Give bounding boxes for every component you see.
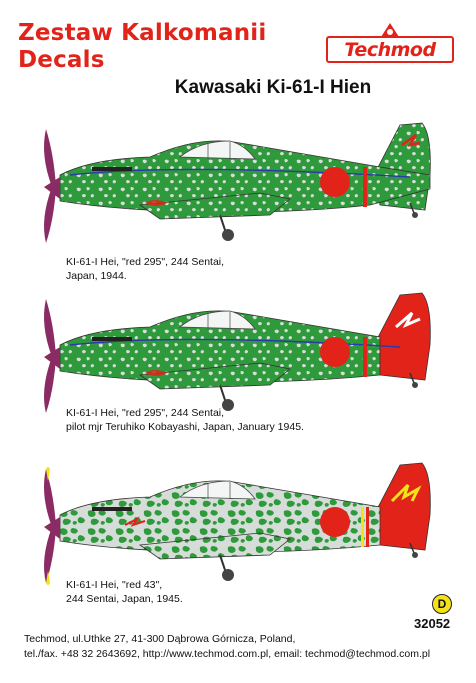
catalog-number: 32052 bbox=[414, 616, 451, 631]
sheet-title-line2: Decals bbox=[18, 47, 105, 73]
footer-address: Techmod, ul.Uthke 27, 41-300 Dąbrowa Gór… bbox=[24, 633, 296, 645]
profile-3-caption-line2: 244 Sentai, Japan, 1945. bbox=[66, 593, 183, 605]
sheet-title: Zestaw Kalkomanii Decals bbox=[18, 20, 266, 74]
profile-3-caption: KI-61-I Hei, "red 43", 244 Sentai, Japan… bbox=[66, 578, 183, 606]
logo-wordmark: Techmod bbox=[326, 36, 454, 63]
aircraft-profile-3 bbox=[44, 462, 431, 585]
aircraft-profile-1 bbox=[44, 122, 431, 243]
decal-category-badge: D bbox=[432, 594, 452, 614]
profile-1-caption: KI-61-I Hei, "red 295", 244 Sentai, Japa… bbox=[66, 255, 224, 283]
techmod-logo: Techmod bbox=[326, 21, 456, 65]
company-footer: Techmod, ul.Uthke 27, 41-300 Dąbrowa Gór… bbox=[24, 632, 430, 662]
profile-2-caption-line1: KI-61-I Hei, "red 295", 244 Sentai, bbox=[66, 407, 225, 419]
profile-2-caption: KI-61-I Hei, "red 295", 244 Sentai, pilo… bbox=[66, 406, 304, 434]
logo-mark-icon bbox=[381, 23, 399, 37]
footer-contact: tel./fax. +48 32 2643692, http://www.tec… bbox=[24, 648, 431, 660]
profile-3-caption-line1: KI-61-I Hei, "red 43", bbox=[66, 579, 163, 591]
sheet-title-line1: Zestaw Kalkomanii bbox=[18, 20, 267, 46]
profile-2-caption-line2: pilot mjr Teruhiko Kobayashi, Japan, Jan… bbox=[66, 421, 304, 433]
model-title: Kawasaki Ki-61-I Hien bbox=[174, 77, 372, 98]
aircraft-profile-2 bbox=[44, 292, 431, 413]
profile-1-caption-line2: Japan, 1944. bbox=[66, 270, 127, 282]
profile-1-caption-line1: KI-61-I Hei, "red 295", 244 Sentai, bbox=[66, 256, 225, 268]
